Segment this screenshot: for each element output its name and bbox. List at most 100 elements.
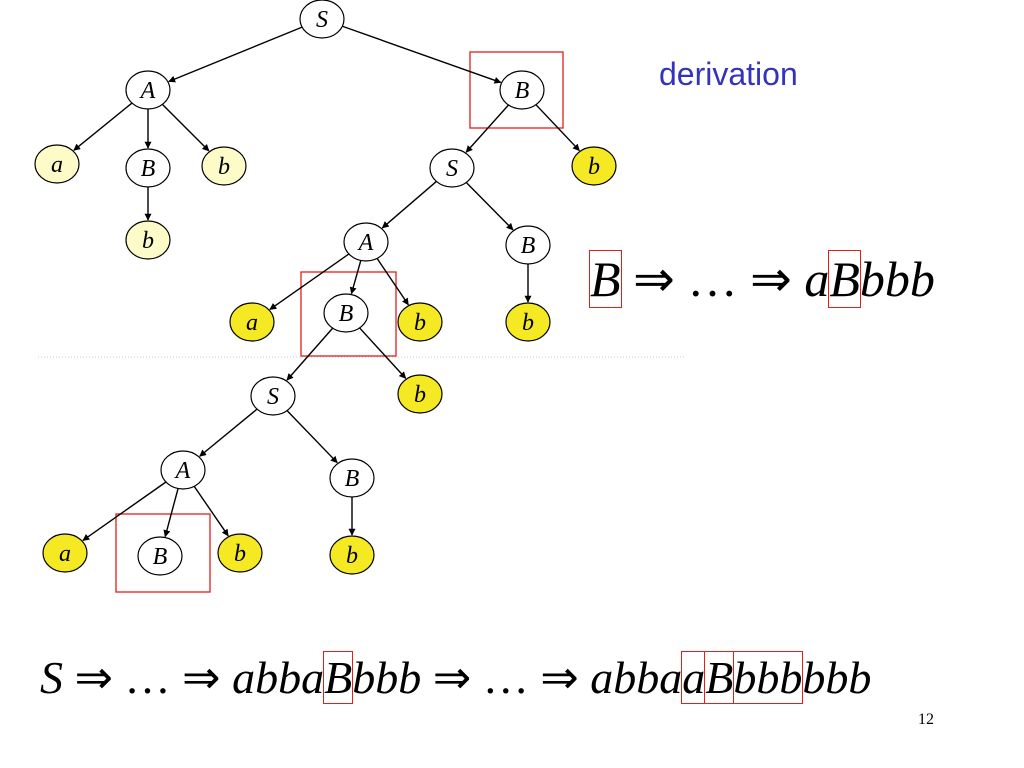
tree-node-s2: S	[429, 148, 475, 188]
formula-top-arrow-1: ⇒	[633, 251, 675, 307]
tree-node-b_root: B	[499, 70, 545, 110]
slide-title: derivation	[659, 56, 798, 92]
tree-node-shape-lb2	[125, 220, 171, 260]
formula-top-arrow-2: ⇒	[749, 251, 792, 307]
formula-bottom-arrow-2: ⇒	[182, 652, 221, 703]
tree-edge-a2-b3	[349, 260, 362, 295]
tree-node-shape-lb7	[217, 533, 263, 573]
tree-node-s1: S	[299, 0, 345, 39]
tree-node-lb1: b	[201, 146, 247, 186]
tree-node-shape-a1	[125, 70, 171, 110]
tree-node-shape-lb1	[201, 146, 247, 186]
tree-edge-s1-a1	[168, 26, 303, 83]
tree-node-shape-lb6	[397, 374, 443, 414]
tree-node-shape-lb3	[571, 146, 617, 186]
tree-edge-s3-b4	[286, 410, 338, 464]
tree-edge-s1-b_root	[342, 25, 502, 84]
tree-node-a1: A	[125, 70, 171, 110]
tree-node-s3: S	[250, 376, 296, 416]
tree-node-shape-a3	[160, 450, 206, 490]
tree-node-label-la2: a	[246, 310, 258, 336]
tree-edge-s2-a2	[381, 180, 437, 229]
formula-bottom-arrow-4: ⇒	[540, 652, 579, 703]
tree-node-la2: a	[229, 302, 275, 342]
formula-bottom: S ⇒ … ⇒ abbaBbbb ⇒ … ⇒ abbaaBbbbbbb	[40, 650, 871, 704]
tree-node-label-a1: A	[139, 78, 156, 104]
tree-node-b5: B	[137, 536, 183, 576]
tree-node-lb2: b	[125, 220, 171, 260]
tree-node-a3: A	[160, 450, 206, 490]
formula-top-rhs-tail: bbb	[859, 251, 935, 307]
tree-node-shape-s2	[429, 148, 475, 188]
tree-node-shape-b2	[505, 225, 551, 265]
tree-node-label-b5: B	[153, 544, 168, 570]
tree-node-label-lb2: b	[142, 228, 154, 254]
tree-node-shape-lb5	[505, 302, 551, 342]
tree-node-label-lb3: b	[588, 154, 600, 180]
tree-node-label-s2: S	[446, 156, 458, 182]
tree-node-label-b4: B	[345, 466, 360, 492]
formula-bottom-s: S	[40, 652, 63, 703]
formula-top-dots: …	[687, 251, 738, 307]
tree-node-shape-lb4	[397, 302, 443, 342]
tree-edge-a1-la1	[73, 102, 133, 151]
formula-bottom-end-bbb: bbb	[733, 652, 803, 703]
tree-node-lb3: b	[571, 146, 617, 186]
tree-node-b2: B	[505, 225, 551, 265]
tree-node-label-b3: B	[339, 301, 354, 327]
tree-node-a2: A	[343, 222, 389, 262]
tree-node-label-a2: A	[357, 230, 374, 256]
formula-bottom-mid-b: B	[323, 651, 354, 704]
tree-node-label-s1: S	[316, 7, 328, 33]
tree-node-shape-b5	[137, 536, 183, 576]
tree-node-shape-a2	[343, 222, 389, 262]
highlight-box-root-b	[469, 51, 564, 129]
tree-node-shape-b3	[323, 293, 369, 333]
highlight-box-mid-b	[300, 271, 397, 357]
formula-top-lhs: B	[589, 250, 622, 308]
tree-node-la3: a	[42, 533, 88, 573]
tree-node-shape-la1	[34, 144, 80, 184]
tree-node-shape-b4	[329, 458, 375, 498]
tree-node-label-lb7: b	[234, 541, 246, 567]
formula-top-rhs-b: B	[828, 250, 861, 308]
tree-node-shape-lb8	[329, 535, 375, 575]
tree-edge-a1-lb1	[161, 103, 210, 152]
tree-node-label-b1: B	[141, 156, 156, 182]
formula-bottom-arrow-1: ⇒	[74, 652, 114, 703]
tree-node-b3: B	[323, 293, 369, 333]
tree-node-shape-b_root	[499, 70, 545, 110]
tree-edge-a3-la3	[82, 481, 167, 541]
tree-node-shape-b1	[125, 148, 171, 188]
page-number: 12	[918, 711, 934, 728]
tree-edge-s2-b2	[465, 181, 514, 231]
tree-node-label-lb5: b	[522, 310, 534, 336]
tree-edge-b3-lb6	[359, 327, 407, 379]
tree-node-label-lb8: b	[346, 543, 358, 569]
tree-node-label-lb1: b	[218, 154, 230, 180]
tree-node-lb7: b	[217, 533, 263, 573]
formula-bottom-end-b: B	[704, 651, 735, 704]
tree-edge-b3-s3	[286, 327, 334, 381]
formula-bottom-dots-1: …	[124, 652, 171, 703]
tree-node-label-a3: A	[174, 458, 191, 484]
tree-node-label-b_root: B	[515, 78, 530, 104]
tree-node-b1: B	[125, 148, 171, 188]
tree-node-shape-s1	[299, 0, 345, 39]
tree-node-label-lb6: b	[414, 382, 426, 408]
tree-node-label-lb4: b	[414, 310, 426, 336]
tree-node-b4: B	[329, 458, 375, 498]
tree-node-shape-la2	[229, 302, 275, 342]
tree-edge-a2-lb4	[376, 258, 409, 306]
formula-bottom-arrow-3: ⇒	[432, 652, 472, 703]
tree-edge-b_root-s2	[465, 104, 510, 153]
formula-bottom-end-a: a	[682, 652, 706, 703]
highlight-box-low-b	[115, 513, 211, 593]
tree-node-label-la1: a	[51, 152, 63, 178]
formula-bottom-dots-2: …	[482, 652, 529, 703]
formula-top: B ⇒ … ⇒ aBbbb	[589, 250, 935, 308]
formula-bottom-end-pre: abba	[590, 652, 683, 703]
tree-node-label-la3: a	[59, 541, 71, 567]
tree-edge-a2-la2	[269, 253, 350, 311]
